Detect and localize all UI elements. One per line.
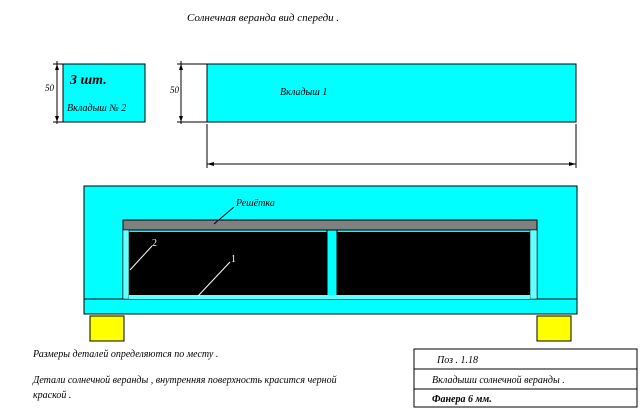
insert-1-label: Вкладыш 1 — [280, 87, 327, 98]
stamp-part-name: Вкладыши солнечной веранды . — [432, 375, 565, 386]
insert-2-slot-left — [122, 229, 130, 300]
insert-2-slot-right — [529, 229, 538, 300]
center-divider — [326, 229, 338, 300]
insert-1-arrow-top — [179, 64, 183, 70]
drawing-title: Солнечная веранда вид спереди . — [187, 12, 339, 24]
title-block: Поз . 1.18 Вкладыши солнечной веранды . … — [413, 348, 638, 408]
callout-2-leader — [129, 245, 153, 271]
compartment-right — [337, 232, 530, 295]
insert-2-panel — [62, 63, 146, 123]
insert-1-dim-text: 50 — [170, 85, 180, 95]
stamp-material: Фанера 6 мм. — [432, 394, 492, 405]
grille-leader — [213, 206, 235, 225]
grille-label: Решётка — [235, 198, 275, 209]
title-block-frame — [413, 348, 638, 408]
callout-1-number: 1 — [231, 254, 236, 265]
insert-2-arrow-bottom — [55, 116, 59, 122]
note-paint-line2: краской . — [33, 390, 71, 401]
callout-1-leader — [197, 261, 231, 297]
left-leg — [89, 315, 125, 342]
insert-1-arrow-bottom — [179, 116, 183, 122]
insert-2: 3 шт. Вкладыш № 2 50 — [45, 61, 146, 124]
veranda-assembly: Решётка 2 1 — [83, 185, 578, 342]
note-sizes: Размеры деталей определяются по месту . — [32, 349, 218, 360]
insert-2-qty: 3 шт. — [69, 73, 107, 88]
grille-strip — [122, 219, 538, 231]
insert-2-dim-text: 50 — [45, 83, 55, 93]
note-paint-line1: Детали солнечной веранды , внутренняя по… — [32, 375, 337, 386]
insert-1-arrow-left — [207, 162, 214, 166]
insert-2-arrow-top — [55, 64, 59, 70]
insert-2-label: Вкладыш № 2 — [67, 103, 126, 114]
stamp-position: Поз . 1.18 — [436, 355, 478, 366]
insert-1: Вкладыш 1 50 — [170, 61, 577, 168]
callout-2-number: 2 — [152, 238, 157, 249]
insert-1-bottom-strip — [129, 295, 530, 299]
right-leg — [536, 315, 572, 342]
insert-1-panel — [206, 63, 577, 123]
insert-1-arrow-right — [569, 162, 576, 166]
